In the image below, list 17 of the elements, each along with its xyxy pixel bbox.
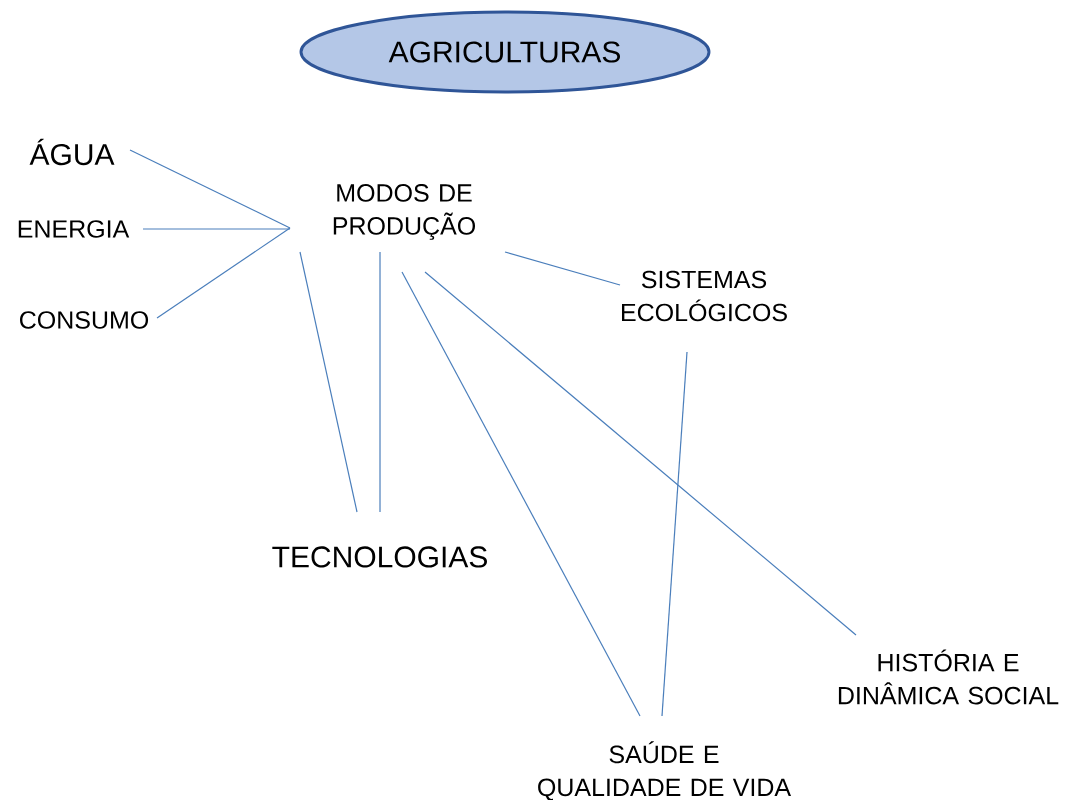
connector-line <box>401 271 641 717</box>
connector-line <box>661 351 688 717</box>
connector-line <box>424 271 857 636</box>
connector-line <box>379 251 381 513</box>
concept-label: CONSUMO <box>20 311 149 329</box>
connector-line <box>142 228 291 230</box>
concept-label: SISTEMAS ECOLÓGICOS <box>622 270 787 322</box>
concept-label: TECNOLOGIAS <box>272 546 487 568</box>
concept-label: ENERGIA <box>18 220 130 238</box>
concept-label: SAÚDE E QUALIDADE DE VIDA <box>538 741 792 800</box>
concept-label: ÁGUA <box>29 138 115 166</box>
concept-label: HISTÓRIA E DINÂMICA SOCIAL <box>838 649 1059 705</box>
connector-line <box>129 149 291 229</box>
connector-line <box>299 251 358 513</box>
connector-line <box>156 227 291 319</box>
concept-label: MODOS DE PRODUÇÃO <box>333 184 476 240</box>
connector-line <box>504 251 621 286</box>
